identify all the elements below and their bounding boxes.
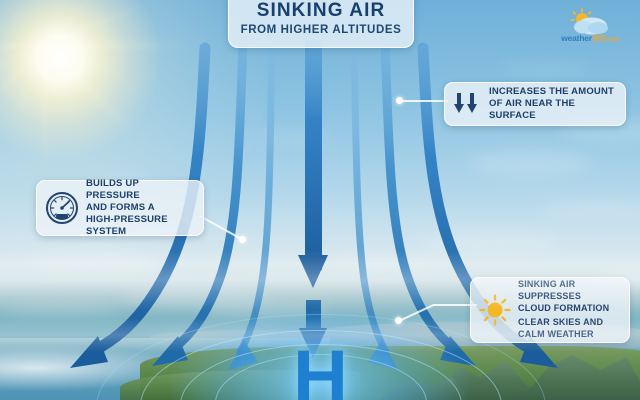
haze-band <box>0 318 640 352</box>
haze-band <box>0 250 640 310</box>
logo-name-primary: weather <box>561 33 592 43</box>
barometer-gauge-icon <box>45 191 79 225</box>
callout-line: AND FORMS A <box>86 202 195 214</box>
weather365-logo[interactable]: weather365.com <box>552 8 628 44</box>
callout-builds-pressure[interactable]: BUILDS UP PRESSURE AND FORMS A HIGH-PRES… <box>36 180 204 236</box>
callout-line: BUILDS UP PRESSURE <box>86 178 195 202</box>
callout-increases-air-amount[interactable]: INCREASES THE AMOUNT OF AIR NEAR THE SUR… <box>444 82 626 126</box>
callout-line: INCREASES THE AMOUNT <box>489 86 617 98</box>
logo-name-tld: .com <box>606 37 619 43</box>
page-title: SINKING AIR <box>257 1 386 21</box>
connector-line-increases <box>400 100 448 102</box>
page-subtitle: FROM HIGHER ALTITUDES <box>241 24 402 36</box>
callout-line: OF AIR NEAR THE SURFACE <box>489 98 617 122</box>
double-down-arrow-icon <box>453 91 483 117</box>
callout-line: HIGH-PRESSURE SYSTEM <box>86 214 195 238</box>
connector-dot-pressure <box>239 236 246 243</box>
sun-behind-cloud-icon <box>572 9 609 35</box>
logo-name-accent: 365 <box>592 33 606 43</box>
connector-dot-increases <box>396 97 403 104</box>
title-card: SINKING AIR FROM HIGHER ALTITUDES <box>228 0 414 48</box>
